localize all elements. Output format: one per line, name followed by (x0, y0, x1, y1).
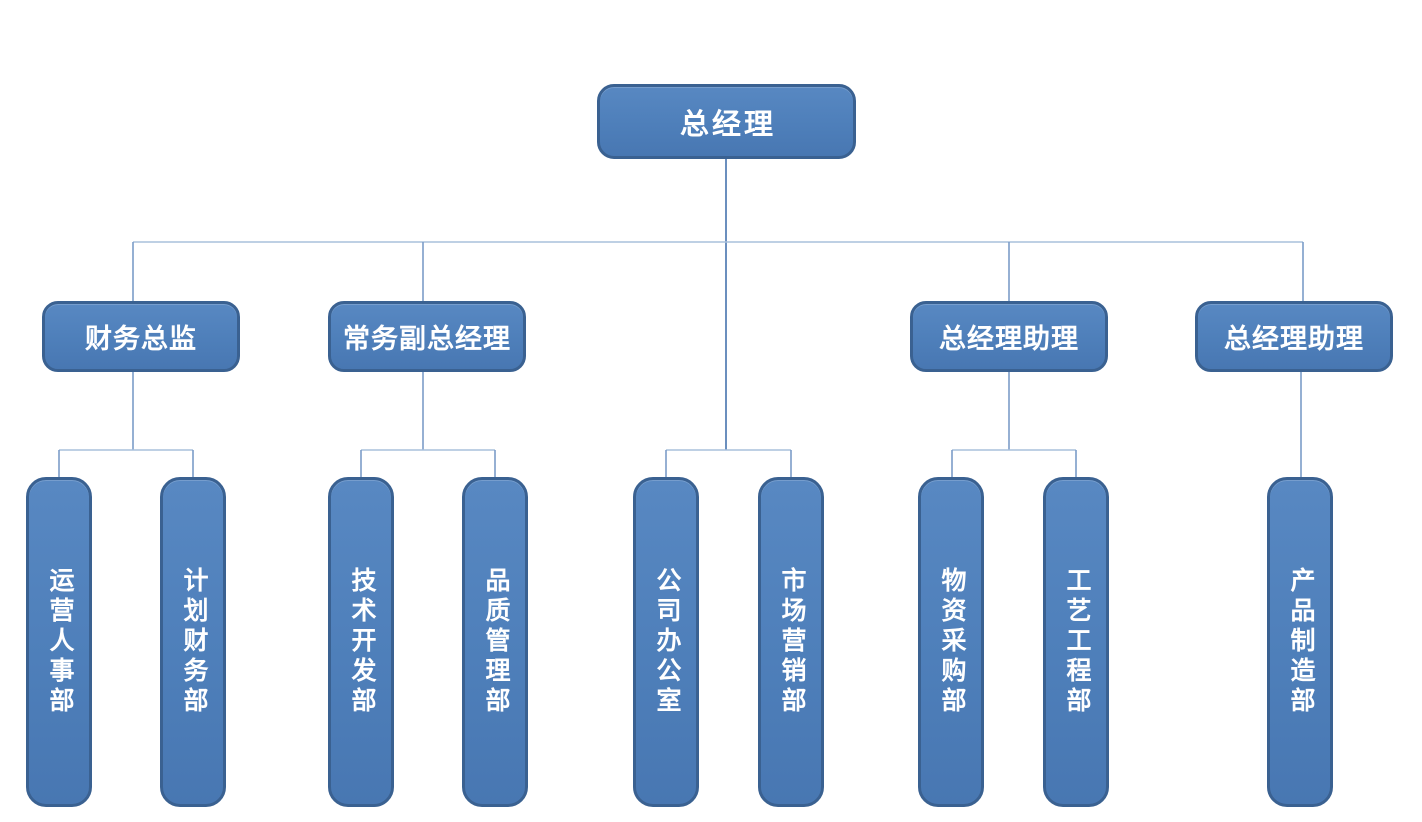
node-dept-quality-management[interactable]: 品质管理部 (462, 477, 528, 807)
node-dept-planning-finance[interactable]: 计划财务部 (160, 477, 226, 807)
node-general-manager[interactable]: 总经理 (597, 84, 856, 159)
node-executive-deputy-gm[interactable]: 常务副总经理 (328, 301, 526, 372)
node-dept-company-office[interactable]: 公司办公室 (633, 477, 699, 807)
node-dept-tech-development[interactable]: 技术开发部 (328, 477, 394, 807)
node-dept-product-manufacturing[interactable]: 产品制造部 (1267, 477, 1333, 807)
node-dept-marketing[interactable]: 市场营销部 (758, 477, 824, 807)
node-finance-director[interactable]: 财务总监 (42, 301, 240, 372)
node-gm-assistant-1[interactable]: 总经理助理 (910, 301, 1108, 372)
node-gm-assistant-2[interactable]: 总经理助理 (1195, 301, 1393, 372)
node-dept-process-engineering[interactable]: 工艺工程部 (1043, 477, 1109, 807)
node-dept-operations-hr[interactable]: 运营人事部 (26, 477, 92, 807)
node-dept-materials-procurement[interactable]: 物资采购部 (918, 477, 984, 807)
